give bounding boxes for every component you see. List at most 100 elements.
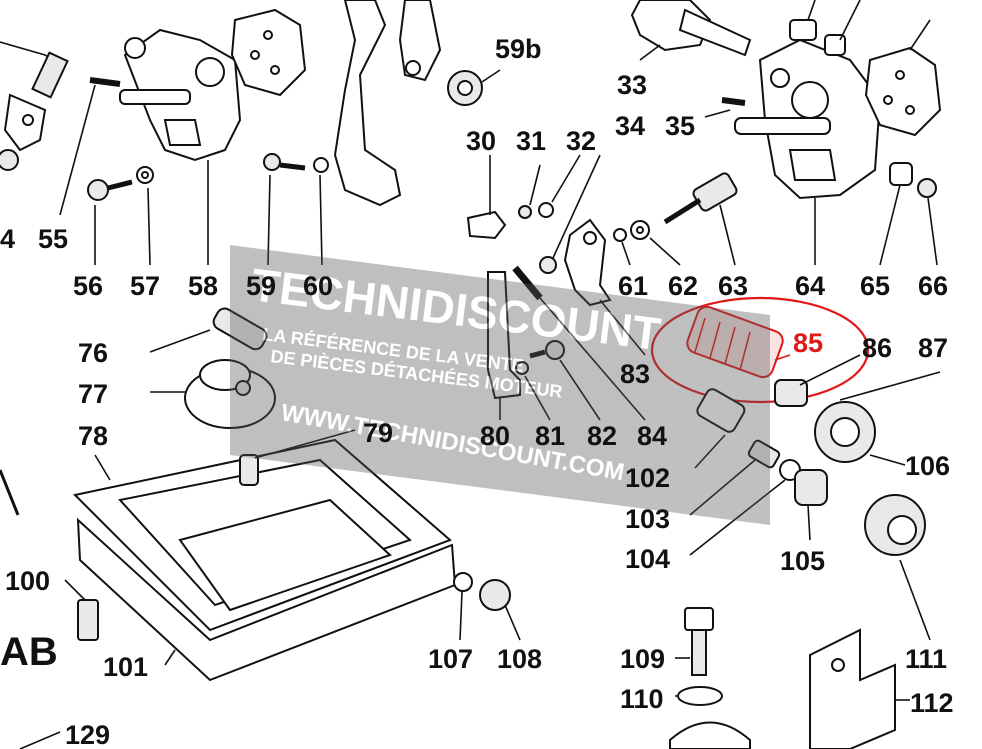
part-100-screw	[64, 579, 99, 641]
part-59-screw	[263, 153, 306, 266]
label-87: 87	[918, 333, 948, 363]
label-84: 84	[637, 421, 667, 451]
part-64-bracket	[734, 38, 882, 265]
label-83: 83	[620, 359, 650, 389]
label-66: 66	[918, 271, 948, 301]
part-top-plate-right	[864, 19, 942, 137]
part-31-washer	[518, 164, 541, 219]
part-61-washer	[613, 228, 631, 266]
label-111: 111	[905, 644, 947, 674]
part-77-cap	[150, 359, 276, 429]
part-79-drain-plug	[239, 429, 356, 486]
part-62-washer	[630, 220, 681, 266]
part-106-plug	[869, 454, 906, 466]
label-30: 30	[466, 126, 496, 156]
label-80: 80	[480, 421, 510, 451]
part-60-washer	[313, 157, 329, 266]
label-107: 107	[428, 644, 473, 674]
label-33: 33	[617, 70, 647, 100]
part-top-right-bushings	[789, 0, 861, 56]
label-77: 77	[78, 379, 108, 409]
label-61: 61	[618, 271, 648, 301]
part-80-rod	[487, 271, 521, 420]
label-59: 59	[246, 271, 276, 301]
part-labels: 4 55 56 57 58 59 60 59b 30 31 32 33 34 3…	[0, 34, 954, 749]
label-109: 109	[620, 644, 665, 674]
part-left-edge-rod	[0, 469, 20, 516]
part-129-leader	[19, 731, 61, 749]
label-62: 62	[668, 271, 698, 301]
part-76-filter-element	[149, 307, 268, 353]
label-64: 64	[795, 271, 825, 301]
label-32: 32	[566, 126, 596, 156]
part-35-pin	[704, 97, 746, 118]
label-31: 31	[516, 126, 546, 156]
part-bottom-cylinder	[669, 721, 751, 749]
part-30-bracket	[466, 155, 507, 240]
label-4: 4	[0, 224, 15, 254]
watermark: TECHNIDISCOUNT LA RÉFÉRENCE DE LA VENTE …	[230, 245, 770, 525]
part-104-washer	[689, 459, 801, 556]
part-83-leader	[599, 299, 646, 356]
label-129: 129	[65, 720, 110, 749]
part-lever-arm	[333, 0, 442, 207]
label-81: 81	[535, 421, 565, 451]
label-76: 76	[78, 338, 108, 368]
label-55: 55	[38, 224, 68, 254]
label-34: 34	[615, 111, 645, 141]
part-84-link	[512, 265, 646, 421]
label-86: 86	[862, 333, 892, 363]
label-100: 100	[5, 566, 50, 596]
part-32-washer	[538, 154, 581, 218]
part-65-bushing	[879, 162, 913, 266]
label-102: 102	[625, 463, 670, 493]
label-85-highlighted: 85	[793, 328, 823, 358]
part-4-nut	[0, 149, 19, 171]
label-ab: AB	[0, 630, 58, 674]
part-55-pin	[59, 77, 121, 216]
part-56-screw	[87, 179, 133, 265]
label-58: 58	[188, 271, 218, 301]
label-78: 78	[78, 421, 108, 451]
part-63-bolt	[663, 172, 738, 266]
part-66-nut	[917, 178, 938, 266]
part-86-spring	[774, 354, 861, 407]
label-35: 35	[665, 111, 695, 141]
part-108-plug	[479, 579, 521, 641]
part-top-left-clip	[0, 41, 69, 152]
part-107-washer	[453, 572, 473, 641]
part-102-valve	[694, 388, 746, 469]
part-81-washer	[515, 361, 551, 421]
label-82: 82	[587, 421, 617, 451]
part-33-bracket	[630, 0, 752, 61]
part-105-plug	[794, 469, 828, 541]
label-65: 65	[860, 271, 890, 301]
part-85-oil-filter-highlighted	[650, 296, 870, 404]
part-top-plate-left	[230, 8, 307, 97]
label-60: 60	[303, 271, 333, 301]
label-103: 103	[625, 504, 670, 534]
part-57-washer	[136, 166, 154, 266]
label-101: 101	[103, 652, 148, 682]
part-103-spring	[689, 439, 781, 516]
label-108: 108	[497, 644, 542, 674]
part-87-housing	[814, 371, 941, 463]
part-59b-nut	[447, 69, 501, 106]
label-104: 104	[625, 544, 670, 574]
part-111-cap	[864, 494, 931, 641]
label-57: 57	[130, 271, 160, 301]
label-112: 112	[910, 688, 954, 718]
part-34-lever	[539, 154, 612, 307]
label-106: 106	[905, 451, 950, 481]
label-59b: 59b	[495, 34, 542, 64]
part-58-bracket	[119, 28, 242, 265]
part-112-bracket	[809, 628, 910, 749]
label-105: 105	[780, 546, 825, 576]
label-63: 63	[718, 271, 748, 301]
part-82-screw	[529, 340, 601, 421]
label-79: 79	[363, 418, 393, 448]
label-56: 56	[73, 271, 103, 301]
part-110-washer	[675, 686, 723, 706]
label-110: 110	[620, 684, 664, 714]
